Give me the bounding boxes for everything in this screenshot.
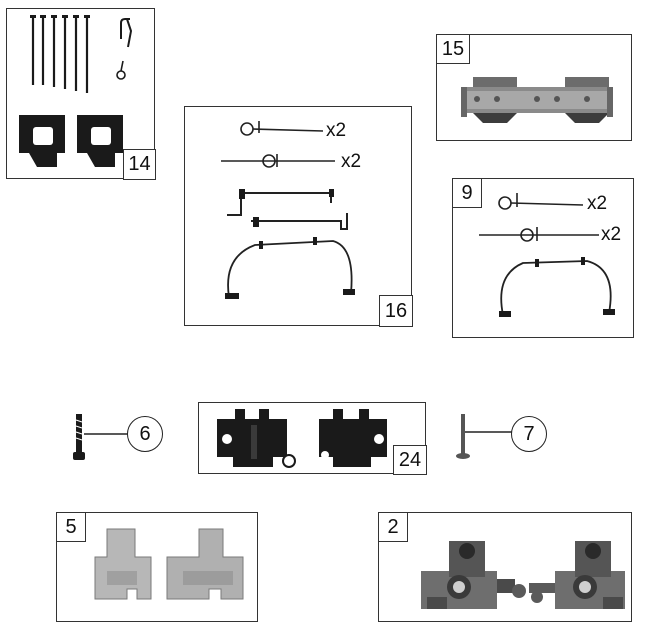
part-16-number: 16 bbox=[379, 295, 413, 327]
part-24-number: 24 bbox=[393, 445, 427, 475]
part-14-panel: 14 bbox=[6, 8, 156, 180]
part-6-screw bbox=[73, 414, 128, 460]
part-14-number: 14 bbox=[123, 149, 156, 180]
part-2-truck-left bbox=[421, 541, 526, 609]
part-2-number: 2 bbox=[378, 512, 408, 542]
part-15-frame-illustration bbox=[461, 77, 613, 123]
part-15-panel: 15 bbox=[436, 34, 632, 141]
part-6-callout: 6 bbox=[127, 416, 163, 452]
part-14-mount-right bbox=[77, 115, 123, 167]
part-9-illustration bbox=[479, 193, 615, 317]
part-5-panel: 5 bbox=[56, 512, 258, 622]
part-24-panel: 24 bbox=[198, 402, 427, 475]
part-24-bracket-left bbox=[217, 409, 296, 468]
part-7-callout: 7 bbox=[511, 416, 547, 452]
part-14-rods-illustration bbox=[30, 15, 133, 93]
part-7-pin bbox=[456, 414, 514, 459]
part-5-plate-right bbox=[166, 528, 244, 600]
part-9-quantity-1: x2 bbox=[587, 193, 608, 214]
part-16-illustration bbox=[221, 121, 355, 299]
part-14-mount-left bbox=[19, 115, 65, 167]
part-15-number: 15 bbox=[436, 34, 470, 64]
part-16-quantity-2: x2 bbox=[341, 151, 362, 172]
part-5-plate-left bbox=[94, 528, 152, 600]
part-9-quantity-2: x2 bbox=[601, 224, 622, 245]
part-24-bracket-right bbox=[319, 409, 387, 467]
part-16-panel: x2 x2 16 bbox=[184, 106, 413, 327]
part-16-quantity-1: x2 bbox=[326, 120, 347, 141]
part-2-truck-right bbox=[529, 541, 625, 609]
part-5-number: 5 bbox=[56, 512, 86, 542]
part-2-panel: 2 bbox=[378, 512, 632, 622]
part-9-panel: 9 x2 x2 bbox=[452, 178, 634, 338]
part-9-number: 9 bbox=[452, 178, 482, 208]
